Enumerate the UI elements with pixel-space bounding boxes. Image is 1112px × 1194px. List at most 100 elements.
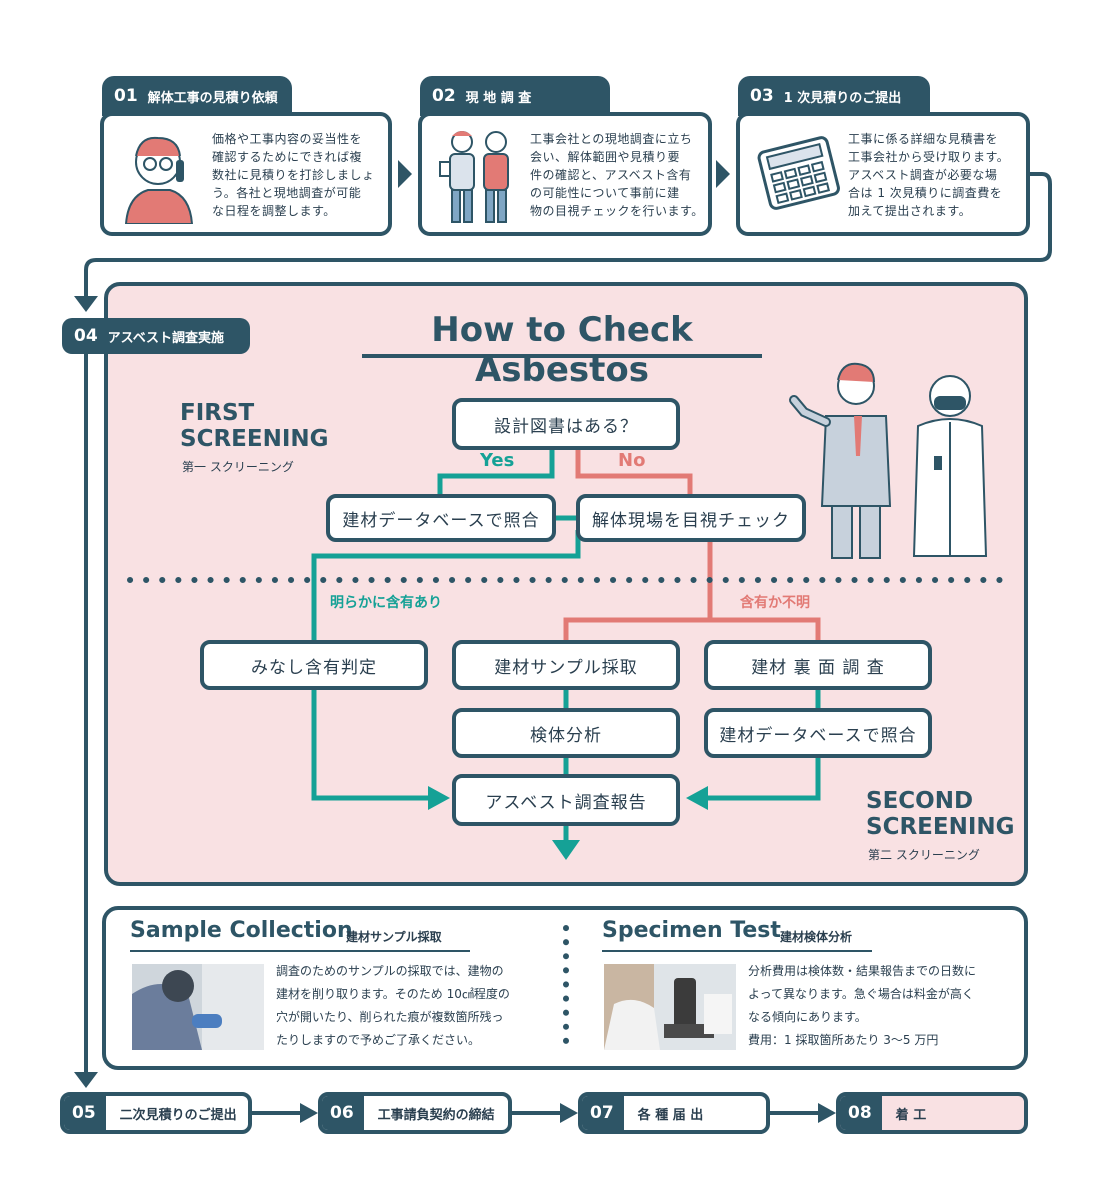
text-line: う。各社と現地調査が可能 xyxy=(212,186,362,200)
title-line: SCREENING xyxy=(866,814,1015,840)
specimen-test-subtitle: 建材検体分析 xyxy=(780,930,853,944)
step-06: 06 工事請負契約の締結 xyxy=(318,1092,512,1134)
question-box-design-documents: 設計図書はある？ xyxy=(452,398,680,450)
step-description: 工事に係る詳細な見積書を 工事会社から受け取ります。 アスベスト調査が必要な場 … xyxy=(848,130,1028,220)
sample-collection-box: 建材サンプル採取 xyxy=(452,640,680,690)
step-number: 06 xyxy=(322,1096,364,1130)
arrow-right-icon xyxy=(560,1103,578,1123)
database-check-box: 建材データベースで照合 xyxy=(326,494,556,542)
step-05: 05 二次見積りのご提出 xyxy=(60,1092,252,1134)
step-02-tab: 02 現 地 調 査 xyxy=(420,76,610,116)
info-divider xyxy=(563,925,569,1055)
text-line: 費用：1 採取箇所あたり 3～5 万円 xyxy=(748,1033,939,1047)
step-07: 07 各 種 届 出 xyxy=(578,1092,770,1134)
step-label: 各 種 届 出 xyxy=(637,1107,704,1123)
arrow-right-icon xyxy=(428,786,450,810)
database-check-box-2: 建材データベースで照合 xyxy=(704,708,932,758)
step-number: 03 xyxy=(750,86,774,106)
text-line: な日程を調整します。 xyxy=(212,204,336,218)
loop-connector xyxy=(84,172,1052,296)
sample-collection-title: Sample Collection xyxy=(130,918,353,943)
step-title: 1 次見積りのご提出 xyxy=(783,90,902,106)
asbestos-report-box: アスベスト調査報告 xyxy=(452,774,680,826)
text-line: 穴が開いたり、削られた痕が複数箇所残っ xyxy=(276,1010,504,1024)
specimen-test-photo xyxy=(604,964,736,1050)
arrow-right-icon xyxy=(300,1103,318,1123)
text-line: なる傾向にあります。 xyxy=(748,1010,867,1024)
specimen-test-title: Specimen Test xyxy=(602,918,781,943)
step-title: アスベスト調査実施 xyxy=(107,330,225,346)
text-line: 工事に係る詳細な見積書を xyxy=(848,132,999,146)
title-underline xyxy=(602,950,872,952)
step-number: 08 xyxy=(840,1096,882,1130)
step-description: 工事会社との現地調査に立ち 会い、解体範囲や見積り要 件の確認と、アスベスト含有… xyxy=(530,130,710,220)
second-screening-title: SECOND SCREENING xyxy=(866,788,1015,840)
arrow-down-icon xyxy=(74,296,98,312)
step-title: 解体工事の見積り依頼 xyxy=(147,90,278,106)
step-number: 02 xyxy=(432,86,456,106)
step-02-card: 工事会社との現地調査に立ち 会い、解体範囲や見積り要 件の確認と、アスベスト含有… xyxy=(418,112,712,236)
inspector-people-icon xyxy=(789,362,988,559)
text-line: 確認するためにできれば複 xyxy=(212,150,363,164)
title-line: SECOND xyxy=(866,788,974,814)
visual-inspection-box: 解体現場を目視チェック xyxy=(576,494,806,542)
text-line: 工事会社との現地調査に立ち xyxy=(530,132,693,146)
clearly-contains-label: 明らかに含有あり xyxy=(330,595,442,611)
panel-title-underline xyxy=(362,354,762,358)
text-line: アスベスト調査が必要な場 xyxy=(848,168,998,182)
step-description: 価格や工事内容の妥当性を 確認するためにできれば複 数社に見積りを打診しましょ … xyxy=(212,130,388,220)
arrow-down-icon xyxy=(552,840,580,860)
calculator-icon xyxy=(757,136,840,210)
step-label: 二次見積りのご提出 xyxy=(119,1107,237,1123)
first-screening-subtitle: 第一 スクリーニング xyxy=(182,460,294,474)
text-line: 件の確認と、アスベスト含有 xyxy=(530,168,692,182)
step-label: 着 工 xyxy=(895,1107,927,1123)
second-screening-subtitle: 第二 スクリーニング xyxy=(868,848,980,862)
sample-collection-subtitle: 建材サンプル採取 xyxy=(346,930,442,944)
title-line: FIRST xyxy=(180,400,255,426)
title-line: SCREENING xyxy=(180,426,329,452)
panel-title: How to Check Asbestos xyxy=(431,310,693,390)
text-line: 数社に見積りを打診しましょ xyxy=(212,168,375,182)
back-survey-box: 建材 裏 面 調 査 xyxy=(704,640,932,690)
sample-collection-text: 調査のためのサンプルの採取では、建物の 建材を削り取ります。そのため 10㎠程度… xyxy=(276,960,546,1052)
no-label: No xyxy=(618,450,646,471)
unclear-label: 含有か不明 xyxy=(740,595,810,611)
title-underline xyxy=(130,950,470,952)
arrow-down-icon xyxy=(74,1072,98,1088)
sample-collection-photo xyxy=(132,964,264,1050)
phone-call-person-icon xyxy=(124,136,194,224)
text-line: 会い、解体範囲や見積り要 xyxy=(530,150,681,164)
step-number: 01 xyxy=(114,86,138,106)
text-line: 調査のためのサンプルの採取では、建物の xyxy=(276,964,504,978)
text-line: よって異なります。急ぐ場合は料金が高く xyxy=(748,987,974,1001)
deemed-contains-box: みなし含有判定 xyxy=(200,640,428,690)
arrow-right-icon xyxy=(716,160,730,188)
arrow-right-icon xyxy=(818,1103,836,1123)
step-number: 07 xyxy=(582,1096,624,1130)
text-line: 工事会社から受け取ります。 xyxy=(848,150,1010,164)
specimen-analysis-box: 検体分析 xyxy=(452,708,680,758)
step-04-tab: 04 アスベスト調査実施 xyxy=(62,318,250,354)
arrow-left-icon xyxy=(686,786,708,810)
step-number: 05 xyxy=(64,1096,106,1130)
step-number: 04 xyxy=(74,326,98,346)
step-08: 08 着 工 xyxy=(836,1092,1028,1134)
first-screening-title: FIRST SCREENING xyxy=(180,400,329,452)
text-line: 合は 1 次見積りに調査費を xyxy=(848,186,1003,200)
step-01-card: 価格や工事内容の妥当性を 確認するためにできれば複 数社に見積りを打診しましょ … xyxy=(100,112,392,236)
text-line: 物の目視チェックを行います。 xyxy=(530,204,704,218)
text-line: の可能性について事前に建 xyxy=(530,186,680,200)
step-title: 現 地 調 査 xyxy=(465,90,532,106)
text-line: 分析費用は検体数・結果報告までの日数に xyxy=(748,964,977,978)
text-line: 建材を削り取ります。そのため 10㎠程度の xyxy=(276,987,510,1001)
text-line: たりしますので予めご了承ください。 xyxy=(276,1033,481,1047)
specimen-test-text: 分析費用は検体数・結果報告までの日数に よって異なります。急ぐ場合は料金が高く … xyxy=(748,960,1018,1052)
step-03-tab: 03 1 次見積りのご提出 xyxy=(738,76,930,116)
step-label: 工事請負契約の締結 xyxy=(377,1107,495,1123)
step-03-card: 工事に係る詳細な見積書を 工事会社から受け取ります。 アスベスト調査が必要な場 … xyxy=(736,112,1030,236)
arrow-right-icon xyxy=(398,160,412,188)
site-survey-people-icon xyxy=(439,131,509,223)
